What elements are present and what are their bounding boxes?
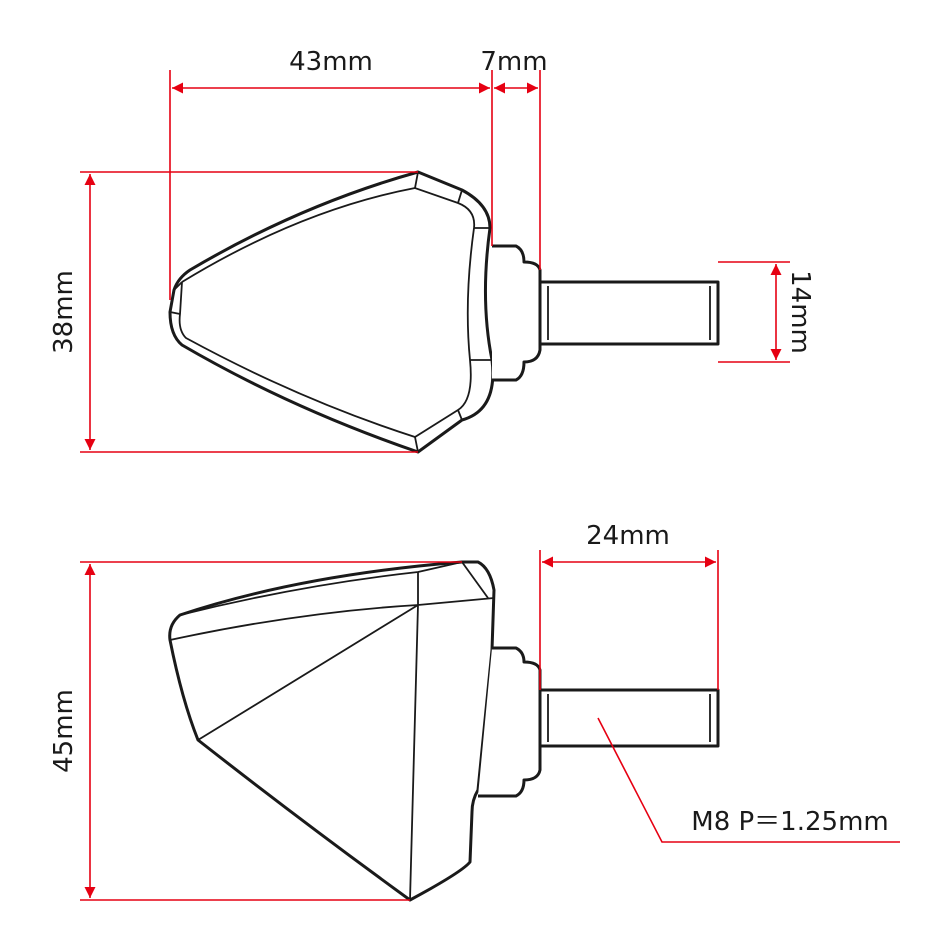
label-38mm: 38mm	[49, 270, 79, 354]
top-view-dimensions: 43mm 7mm 38mm 14mm	[49, 47, 815, 453]
thread-spec-leader	[597, 717, 900, 843]
label-7mm: 7mm	[480, 47, 547, 77]
label-24mm: 24mm	[586, 521, 670, 551]
top-view-stud	[538, 280, 720, 346]
label-14mm: 14mm	[785, 270, 815, 354]
label-45mm: 45mm	[49, 689, 79, 773]
side-view	[168, 560, 720, 902]
top-view-facet-lines	[178, 187, 476, 438]
side-view-stud	[538, 688, 720, 748]
side-view-facet-lines	[169, 561, 495, 901]
label-43mm: 43mm	[289, 47, 373, 77]
side-view-dimensions: 45mm 24mm M8 P＝1.25mm	[49, 521, 900, 901]
label-thread-spec: M8 P＝1.25mm	[691, 807, 888, 837]
top-view	[168, 170, 720, 454]
top-view-collar	[492, 244, 542, 382]
top-view-body-outline	[168, 170, 495, 454]
